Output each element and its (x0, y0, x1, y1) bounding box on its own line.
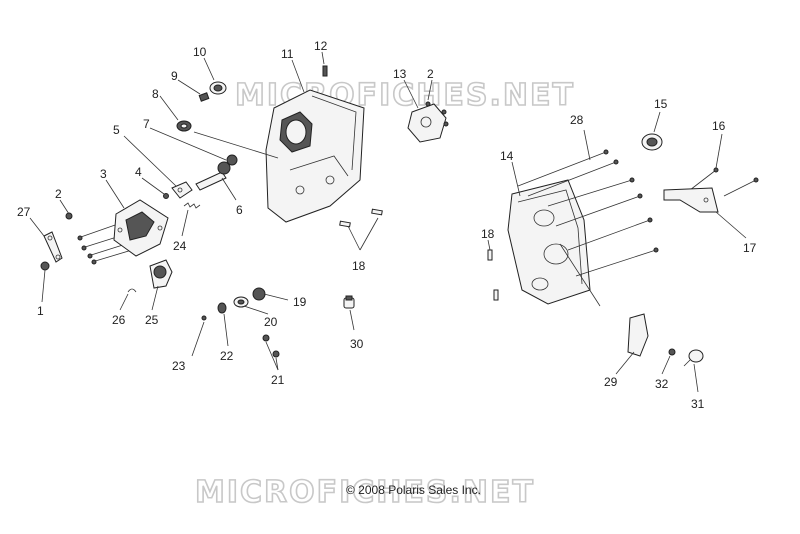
callout-11: 11 (281, 47, 294, 61)
part-7-gear (226, 154, 238, 166)
callout-3: 3 (100, 167, 107, 181)
part-5-lever (171, 181, 193, 199)
callout-1: 1 (37, 304, 44, 318)
part-31-knob (683, 349, 704, 367)
part-2-bolt (65, 212, 73, 220)
callout-6: 6 (236, 203, 243, 217)
callout-16: 16 (712, 119, 726, 133)
part-4-washer (163, 193, 169, 199)
part-13-cover-plate (407, 103, 447, 143)
callout-2-left: 2 (55, 187, 62, 201)
callout-21: 21 (271, 373, 285, 387)
callout-25: 25 (145, 313, 159, 327)
callout-18-right: 18 (481, 227, 495, 241)
callout-17: 17 (743, 241, 757, 255)
part-27-bracket (43, 231, 63, 263)
part-28-bolts (517, 149, 659, 277)
callout-24: 24 (173, 239, 187, 253)
callout-8: 8 (152, 87, 159, 101)
part-30-cap (343, 295, 355, 309)
copyright-notice: © 2008 Polaris Sales Inc. (346, 483, 481, 497)
part-21-nuts (262, 334, 280, 358)
part-18-pin-right (487, 249, 499, 301)
part-2-plate-bolts (425, 101, 449, 127)
callout-28: 28 (570, 113, 584, 127)
part-32-nut (668, 348, 676, 356)
part-20-bearing (233, 296, 249, 308)
part-16-bolts (689, 167, 759, 197)
callout-31: 31 (691, 397, 705, 411)
part-9-pin (198, 92, 210, 102)
callout-10: 10 (193, 45, 207, 59)
watermark-bottom: MICROFICHES.NET (195, 475, 535, 510)
callout-4: 4 (135, 165, 142, 179)
callout-19: 19 (293, 295, 307, 309)
part-3-cover (113, 199, 169, 257)
callout-22: 22 (220, 349, 234, 363)
part-1-nut (40, 261, 50, 271)
part-8-seal (176, 120, 192, 132)
callout-27: 27 (17, 205, 31, 219)
part-17-bracket (663, 187, 719, 213)
callout-20: 20 (264, 315, 278, 329)
callout-26: 26 (112, 313, 126, 327)
part-29-bracket (627, 313, 649, 357)
part-11-transmission-case (265, 89, 365, 223)
part-14-gear-case-cover (507, 179, 591, 305)
callout-12: 12 (314, 39, 328, 53)
callout-labels: 27 1 2 3 4 5 6 7 8 9 10 11 12 13 2 14 15… (17, 39, 757, 411)
part-25-actuator (149, 259, 173, 289)
part-24-spring (183, 202, 201, 209)
callout-32: 32 (655, 377, 669, 391)
callout-30: 30 (350, 337, 364, 351)
part-23-ring (201, 315, 207, 321)
part-12-dowel (322, 65, 328, 77)
part-10-bearing (209, 81, 227, 95)
callout-15: 15 (654, 97, 668, 111)
callout-23: 23 (172, 359, 186, 373)
callout-9: 9 (171, 69, 178, 83)
part-19-gear (252, 287, 266, 301)
part-15-bearing (641, 133, 663, 151)
callout-13: 13 (393, 67, 407, 81)
part-6-shaft (195, 161, 231, 191)
callout-18-center: 18 (352, 259, 366, 273)
leader-lines (29, 51, 747, 393)
part-22-washer (217, 302, 227, 314)
callout-14: 14 (500, 149, 514, 163)
callout-29: 29 (604, 375, 618, 389)
part-26-clip (127, 288, 137, 293)
callout-7: 7 (143, 117, 150, 131)
callout-2-right: 2 (427, 67, 434, 81)
callout-5: 5 (113, 123, 120, 137)
part-18-dowels (339, 208, 383, 228)
